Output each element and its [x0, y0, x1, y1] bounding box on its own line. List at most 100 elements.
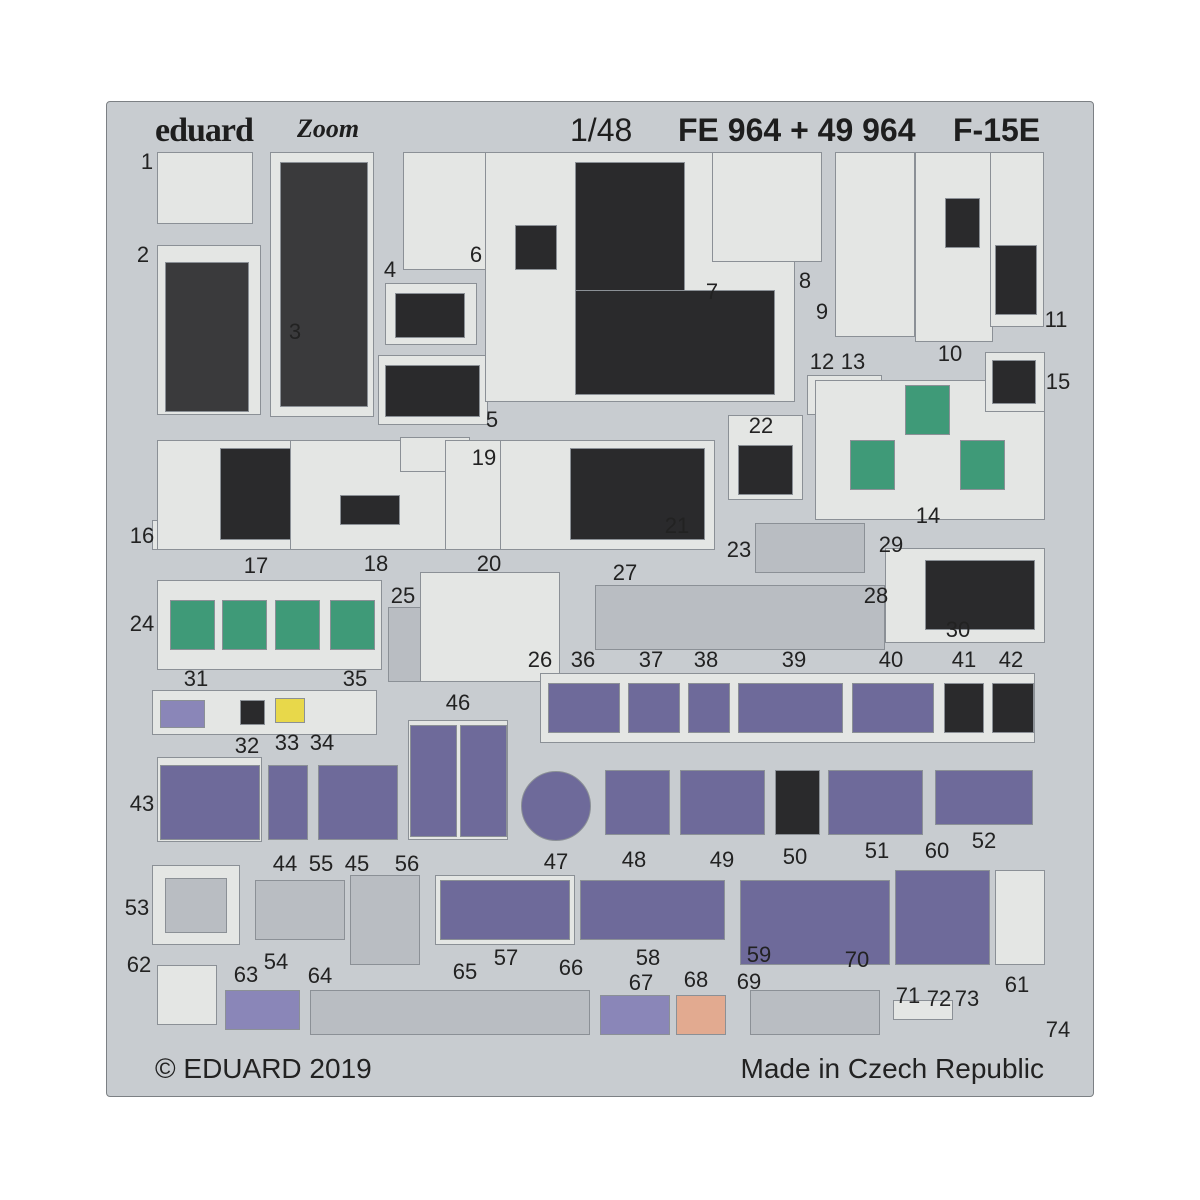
- etched-part: [575, 290, 775, 395]
- part-number-label: 45: [344, 851, 370, 876]
- part-number-label: 1: [140, 149, 154, 174]
- etched-part: [775, 770, 820, 835]
- part-number-label: 74: [1045, 1017, 1071, 1042]
- etched-part: [318, 765, 398, 840]
- etched-part: [895, 870, 990, 965]
- part-number-label: 72: [926, 986, 952, 1011]
- etched-part: [835, 152, 915, 337]
- part-number-label: 54: [263, 949, 289, 974]
- scale-label: 1/48: [570, 112, 633, 148]
- part-number-label: 58: [635, 945, 661, 970]
- part-number-label: 49: [709, 847, 735, 872]
- part-number-label: 25: [390, 583, 416, 608]
- etched-part: [157, 152, 253, 224]
- etched-part: [580, 880, 725, 940]
- part-number-label: 43: [129, 791, 155, 816]
- part-number-label: 63: [233, 962, 259, 987]
- etched-part: [712, 152, 822, 262]
- part-number-label: 35: [342, 666, 368, 691]
- part-number-label: 27: [612, 560, 638, 585]
- etched-part: [995, 245, 1037, 315]
- part-number-label: 11: [1044, 307, 1068, 332]
- etched-part: [595, 585, 885, 650]
- etched-part: [688, 683, 730, 733]
- etched-part: [600, 995, 670, 1035]
- part-number-label: 73: [954, 986, 980, 1011]
- part-number-label: 61: [1004, 972, 1030, 997]
- part-number-label: 62: [126, 952, 152, 977]
- etched-part: [385, 365, 480, 417]
- part-number-label: 50: [782, 844, 808, 869]
- part-number-label: 3: [288, 319, 302, 344]
- part-number-label: 4: [383, 257, 397, 282]
- part-number-label: 57: [493, 945, 519, 970]
- etched-part: [628, 683, 680, 733]
- etched-part: [160, 765, 260, 840]
- part-number-label: 34: [309, 730, 335, 755]
- etched-part: [992, 683, 1034, 733]
- etched-part: [220, 448, 300, 540]
- part-number-label: 42: [998, 647, 1024, 672]
- part-number-label: 38: [693, 647, 719, 672]
- part-number-label: 22: [748, 413, 774, 438]
- zoom-logo: Zoom: [297, 114, 360, 143]
- part-number-label: 64: [307, 963, 333, 988]
- etched-part: [420, 572, 560, 682]
- etched-part: [738, 683, 843, 733]
- part-number-label: 33: [274, 730, 300, 755]
- part-number-label: 19: [471, 445, 497, 470]
- etched-part: [905, 385, 950, 435]
- part-number-label: 52: [971, 828, 997, 853]
- part-number-label: 59: [746, 942, 772, 967]
- part-number-label: 70: [844, 947, 870, 972]
- etched-part: [960, 440, 1005, 490]
- etched-part: [852, 683, 934, 733]
- part-number-label: 40: [878, 647, 904, 672]
- etched-part: [755, 523, 865, 573]
- etched-part: [605, 770, 670, 835]
- part-number-label: 37: [638, 647, 664, 672]
- etched-part: [992, 360, 1036, 404]
- part-number-label: 6: [469, 242, 483, 267]
- etched-part: [157, 965, 217, 1025]
- part-number-label: 39: [781, 647, 807, 672]
- etched-part: [740, 880, 890, 965]
- etched-part: [410, 725, 457, 837]
- etched-part: [275, 698, 305, 723]
- part-number-label: 15: [1045, 369, 1071, 394]
- part-number-label: 56: [394, 851, 420, 876]
- part-number-label: 68: [683, 967, 709, 992]
- etched-part: [165, 878, 227, 933]
- part-number-label: 8: [798, 268, 812, 293]
- part-number-label: 31: [183, 666, 209, 691]
- part-number-label: 60: [924, 838, 950, 863]
- part-number-label: 2: [136, 242, 150, 267]
- etched-part: [850, 440, 895, 490]
- part-number-label: 21: [664, 513, 690, 538]
- model-name: F-15E: [953, 112, 1041, 148]
- etched-part: [995, 870, 1045, 965]
- part-number-label: 47: [543, 849, 569, 874]
- part-number-label: 17: [243, 553, 269, 578]
- part-number-label: 18: [363, 551, 389, 576]
- part-number-label: 5: [485, 407, 499, 432]
- part-number-label: 55: [308, 851, 334, 876]
- part-number-label: 9: [815, 299, 829, 324]
- part-number-label: 46: [445, 690, 471, 715]
- etched-part: [935, 770, 1033, 825]
- etched-part: [268, 765, 308, 840]
- part-number-label: 13: [840, 349, 866, 374]
- origin-label: Made in Czech Republic: [740, 1053, 1045, 1084]
- product-code: FE 964 + 49 964: [678, 112, 916, 148]
- etched-part: [350, 875, 420, 965]
- part-number-label: 48: [621, 847, 647, 872]
- etched-part: [944, 683, 984, 733]
- etched-part: [388, 607, 423, 682]
- etched-part: [548, 683, 620, 733]
- etched-part: [225, 990, 300, 1030]
- etched-part: [165, 262, 249, 412]
- etched-part: [310, 990, 590, 1035]
- etched-part: [570, 448, 705, 540]
- etched-part: [170, 600, 215, 650]
- etched-part: [395, 293, 465, 338]
